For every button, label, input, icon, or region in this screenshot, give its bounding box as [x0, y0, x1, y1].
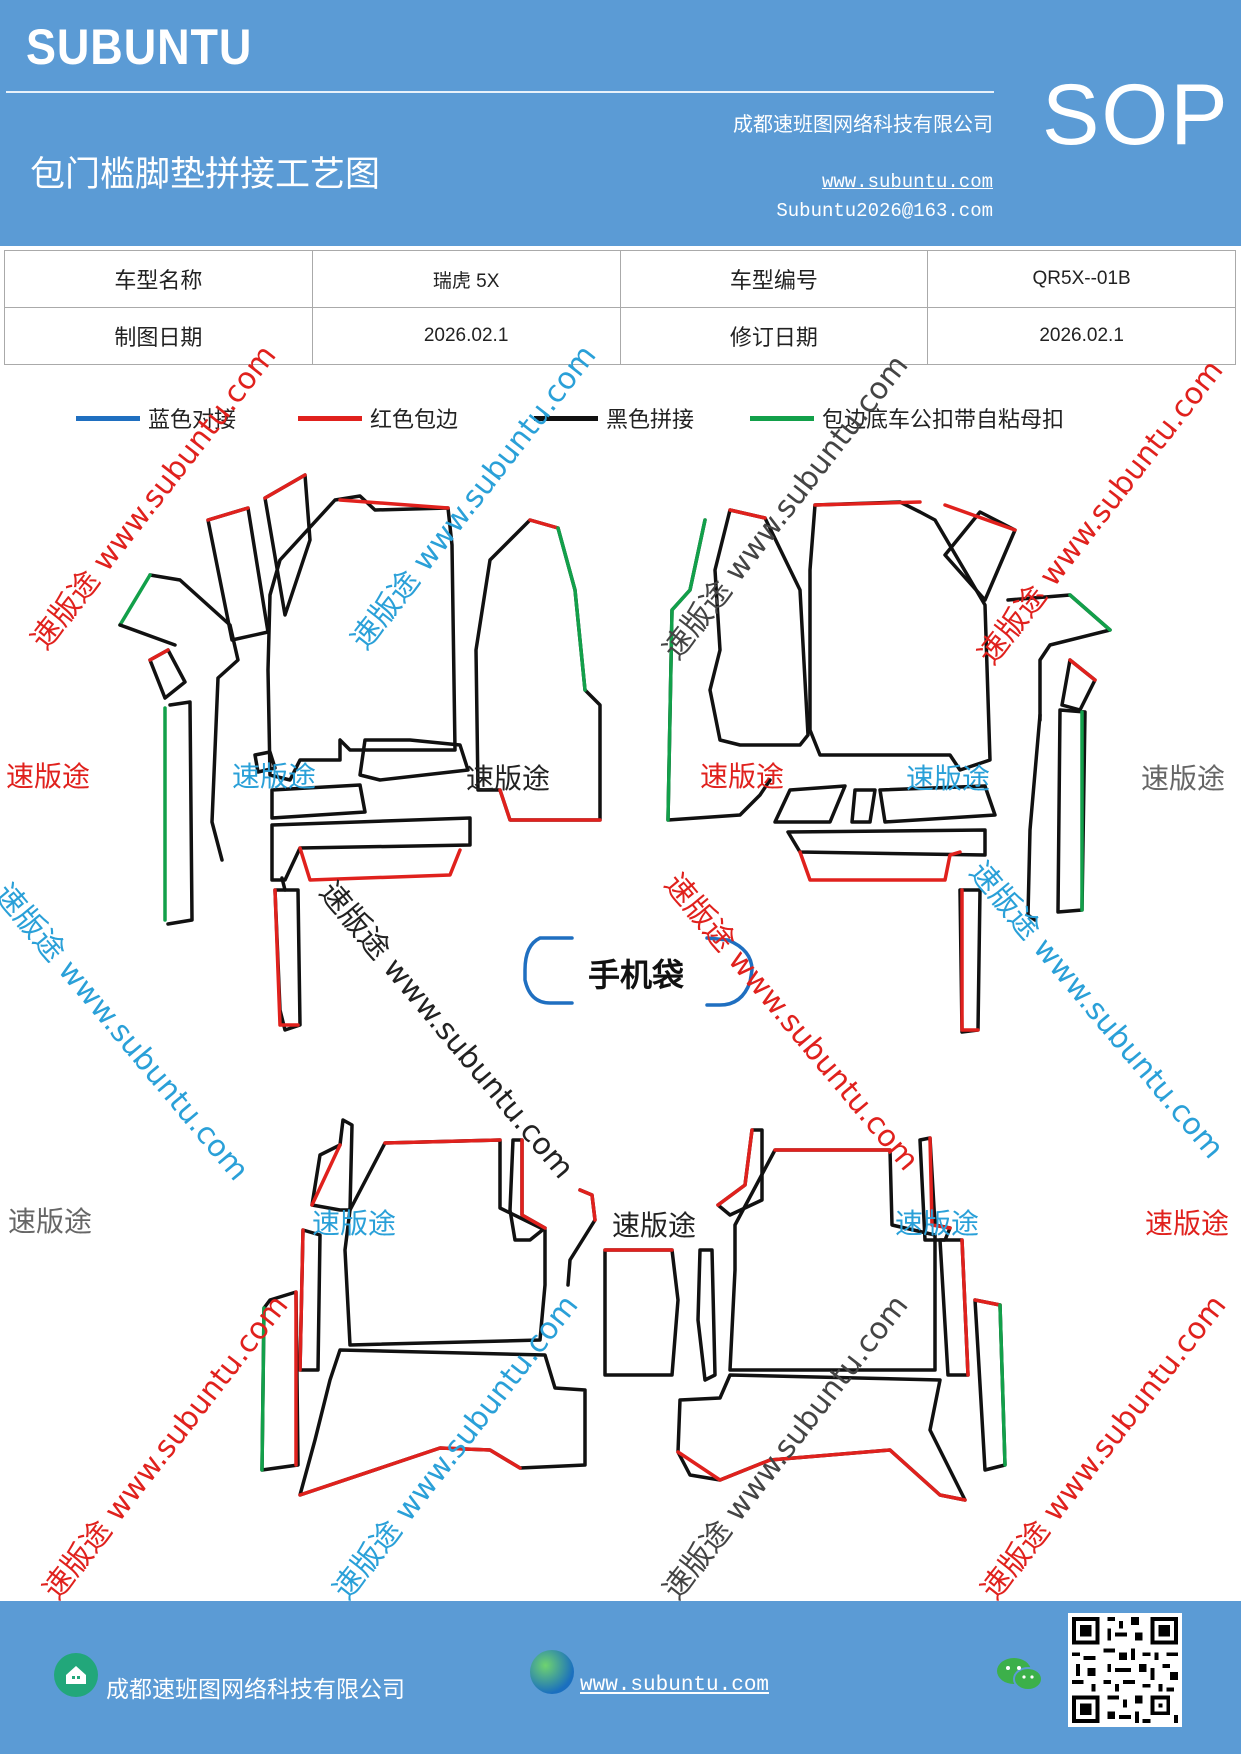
- email-address: Subuntu2026@163.com: [776, 200, 993, 222]
- label-model-name: 车型名称: [4, 250, 313, 308]
- company-name: 成都速班图网络科技有限公司: [733, 112, 993, 136]
- legend-swatch: [534, 415, 598, 421]
- watermark-short: 速版途: [895, 1207, 980, 1240]
- legend-label: 黑色拼接: [606, 408, 695, 433]
- watermark-short: 速版途: [906, 762, 991, 795]
- legend-item-red: 红色包边: [298, 398, 458, 438]
- front-left-mat: [118, 473, 602, 1032]
- wechat-icon: [995, 1655, 1045, 1695]
- brand-logo: SUBUNTU: [26, 19, 253, 75]
- label-model-code: 车型编号: [619, 250, 929, 308]
- legend-swatch: [298, 415, 362, 421]
- label-revision-date: 修订日期: [619, 307, 929, 365]
- legend-label: 红色包边: [370, 408, 459, 433]
- watermark-short: 速版途: [8, 1205, 93, 1238]
- sop-label: SOP: [1042, 67, 1230, 163]
- watermark-short: 速版途: [1145, 1207, 1230, 1240]
- front-right-mat: [666, 500, 1112, 1034]
- table-row: 车型名称 瑞虎 5X 车型编号 QR5X--01B: [4, 250, 1236, 308]
- info-table: 车型名称 瑞虎 5X 车型编号 QR5X--01B 制图日期 2026.02.1…: [4, 250, 1236, 365]
- qr-code: [1068, 1613, 1182, 1727]
- header-divider: [6, 91, 994, 93]
- rear-left-mat: [260, 1118, 680, 1497]
- phone-bag-shapes: [523, 936, 754, 1007]
- value-model-code: QR5X--01B: [927, 250, 1236, 308]
- legend-item-black: 黑色拼接: [534, 398, 694, 438]
- header-banner: [0, 0, 1241, 246]
- rear-right-mat: [676, 1128, 1007, 1502]
- home-icon: [54, 1653, 98, 1697]
- legend-item-blue: 蓝色对接: [76, 398, 236, 438]
- watermark-short: 速版途: [1141, 762, 1226, 795]
- legend-swatch: [750, 415, 814, 421]
- footer-company-name: 成都速班图网络科技有限公司: [106, 1677, 405, 1703]
- website-link[interactable]: www.subuntu.com: [821, 171, 993, 193]
- watermark-short: 速版途: [312, 1207, 397, 1240]
- document-title: 包门槛脚垫拼接工艺图: [30, 155, 381, 195]
- value-revision-date: 2026.02.1: [927, 307, 1236, 365]
- value-draw-date: 2026.02.1: [311, 307, 621, 365]
- watermark-short: 速版途: [232, 760, 317, 793]
- legend-item-green: 包边底车公扣带自粘母扣: [750, 398, 1064, 438]
- watermark-short: 速版途: [700, 760, 785, 793]
- footer-website-link[interactable]: www.subuntu.com: [580, 1674, 770, 1697]
- legend-label: 包边底车公扣带自粘母扣: [822, 408, 1065, 433]
- watermark-short: 速版途: [466, 762, 551, 795]
- watermark-short: 速版途: [6, 760, 91, 793]
- globe-icon: [530, 1650, 574, 1694]
- mat-pattern-diagram: [118, 473, 1112, 1502]
- label-draw-date: 制图日期: [4, 307, 313, 365]
- watermark-short: 速版途: [612, 1209, 697, 1242]
- phone-bag-label: 手机袋: [588, 956, 685, 994]
- table-row: 制图日期 2026.02.1 修订日期 2026.02.1: [4, 307, 1236, 365]
- legend-swatch: [76, 415, 140, 421]
- value-model-name: 瑞虎 5X: [311, 250, 621, 308]
- legend-label: 蓝色对接: [148, 408, 237, 433]
